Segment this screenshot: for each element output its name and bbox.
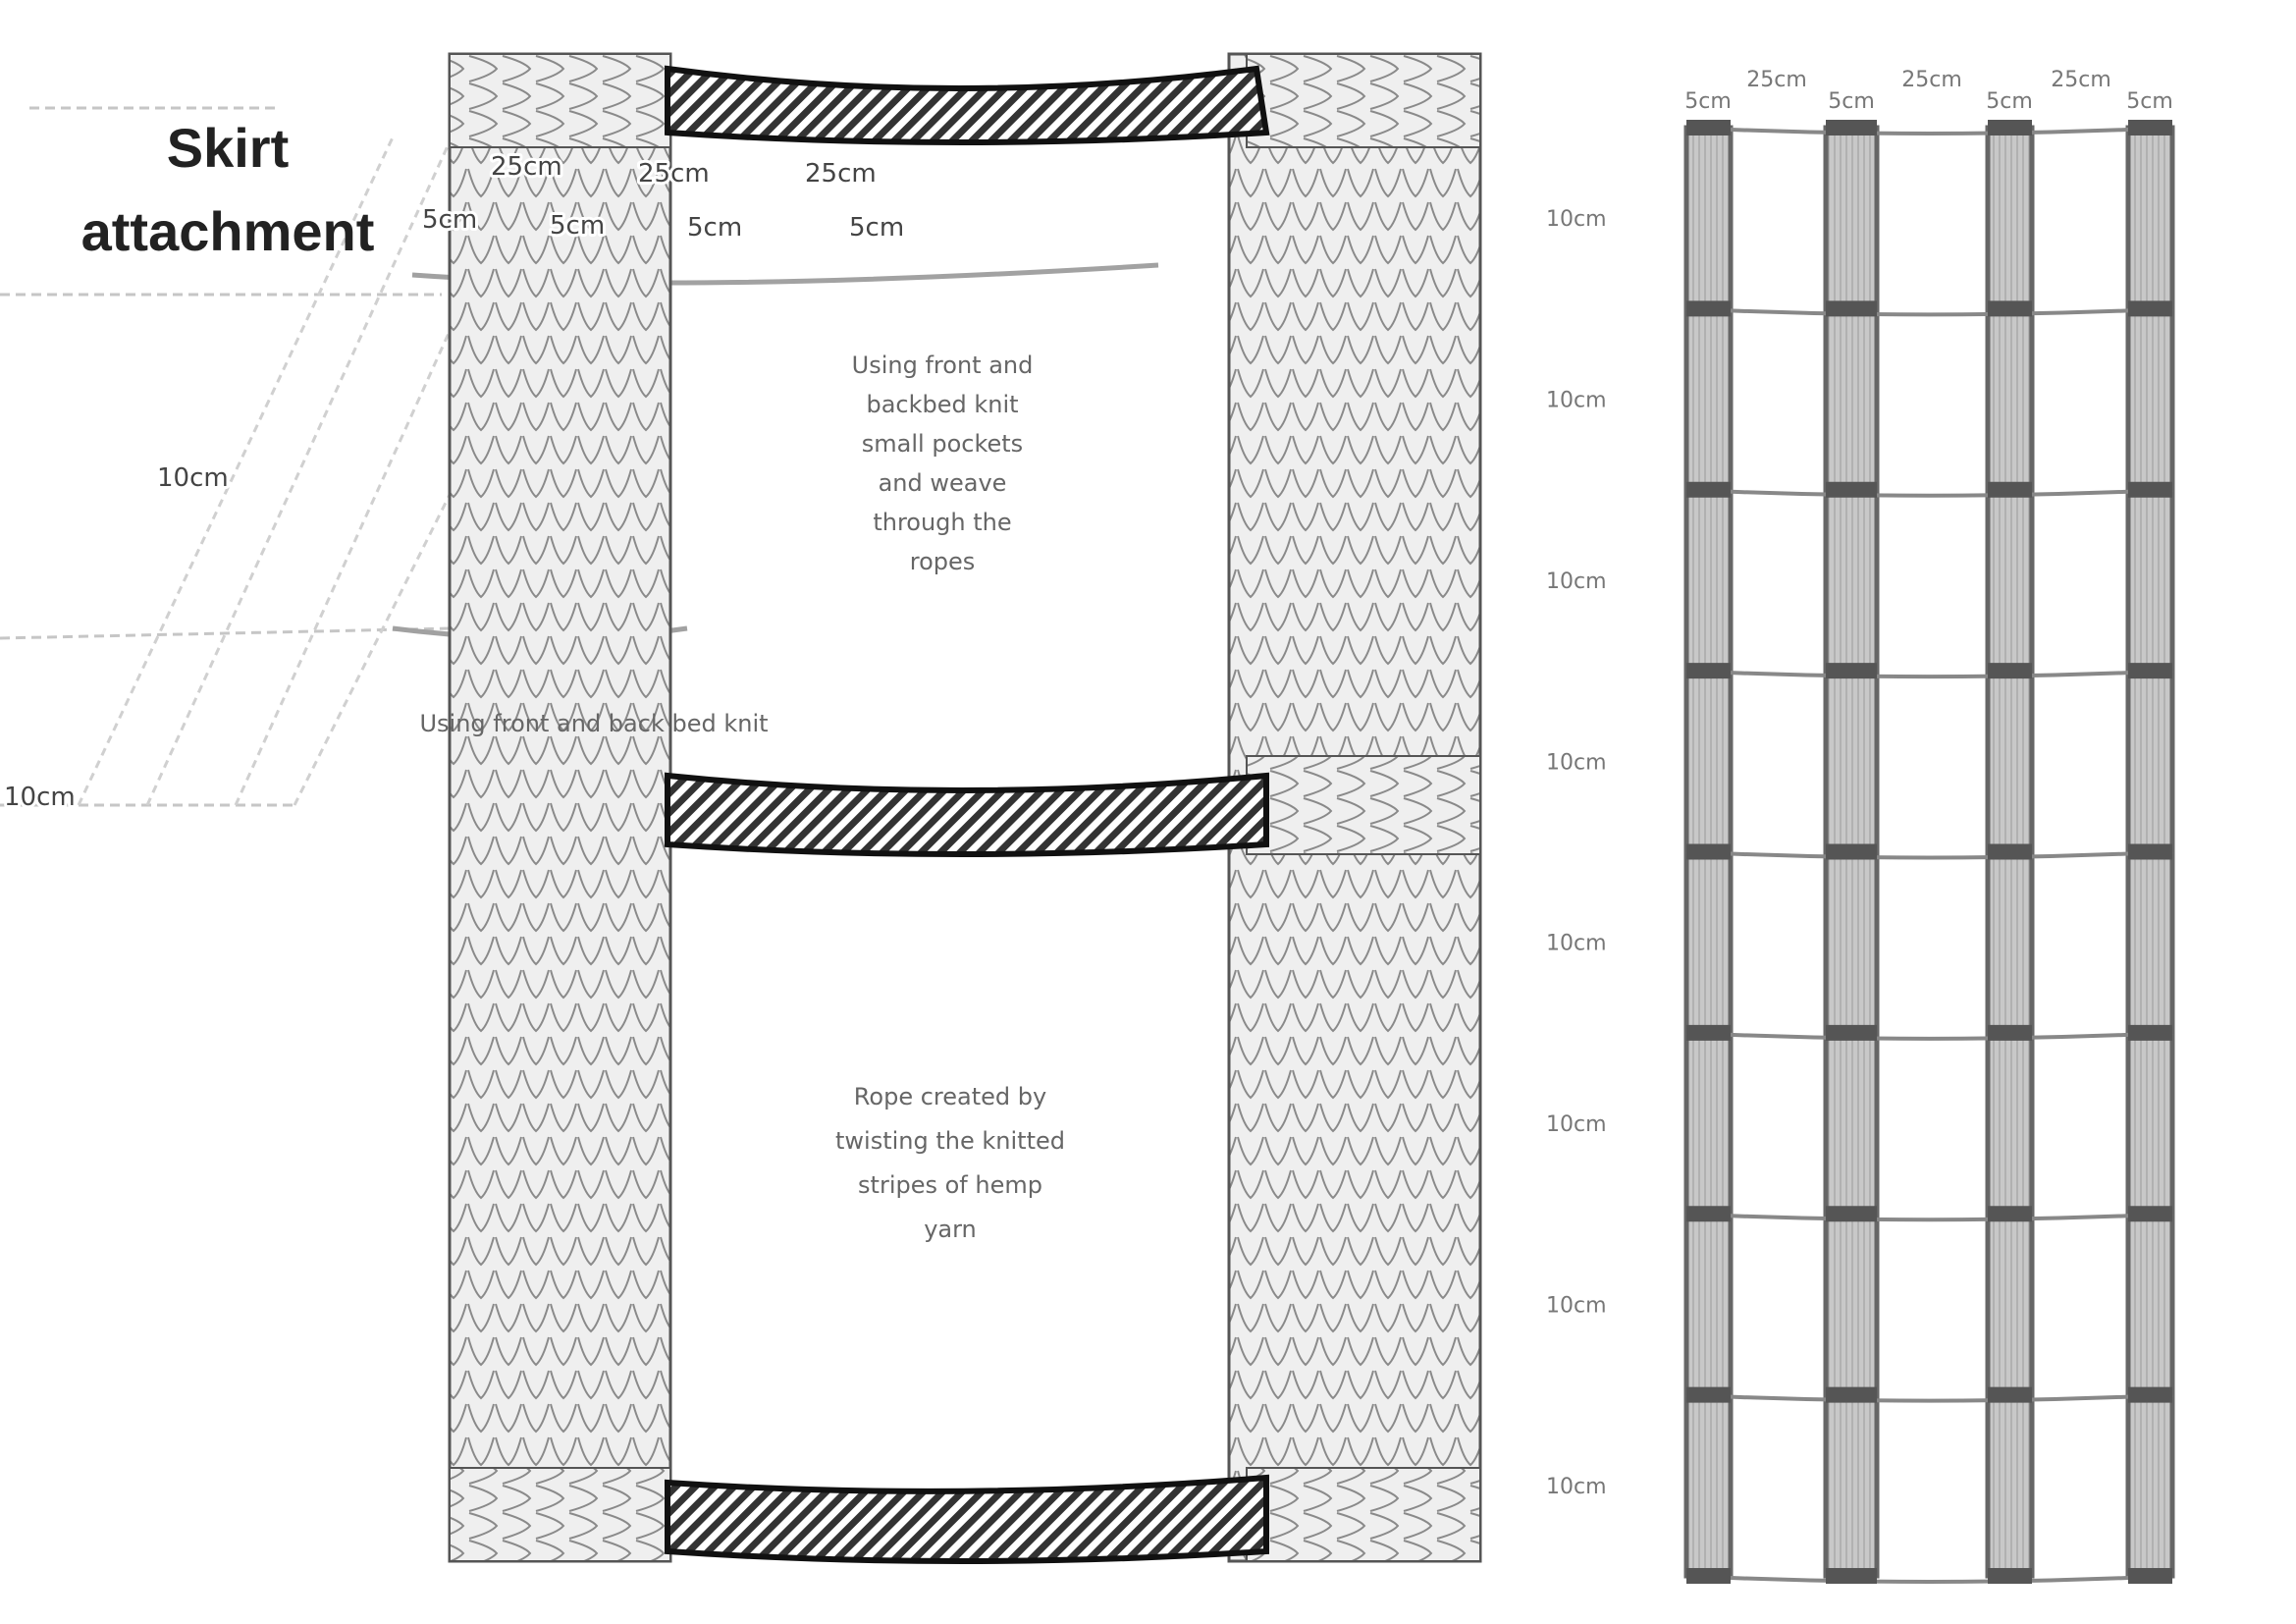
grid-joint — [1826, 300, 1877, 317]
grid-joint — [1988, 843, 2032, 860]
grid-joint — [2128, 120, 2172, 135]
dim-label: 5cm — [422, 205, 477, 235]
grid-rope-line — [1685, 669, 2173, 679]
svg-text:yarn: yarn — [924, 1216, 977, 1243]
grid-joint — [2128, 300, 2172, 317]
dim-label: 5cm — [849, 213, 904, 243]
grid-rope-line — [1685, 1030, 2173, 1041]
grid-joint — [1826, 843, 1877, 860]
grid-joint — [1826, 1386, 1877, 1403]
rope-top — [665, 65, 1270, 145]
row-label: 10cm — [1546, 750, 1607, 775]
dim-label: 5cm — [550, 211, 605, 241]
svg-text:and weave: and weave — [879, 469, 1007, 497]
grid-joint — [1988, 1568, 2032, 1584]
grid-rope-line — [1685, 487, 2173, 498]
grid-joint — [1826, 1206, 1877, 1222]
svg-text:backbed knit: backbed knit — [866, 391, 1018, 418]
panel-grid: 10cm 10cm 10cm 10cm 10cm 10cm 10cm 10cm 5cm 25cm 5… — [1546, 68, 2175, 1584]
grid-joint — [1686, 1206, 1731, 1222]
dim-label: 10cm — [157, 463, 229, 493]
grid-joint — [1826, 663, 1877, 679]
svg-text:stripes of hemp: stripes of hemp — [858, 1171, 1042, 1199]
pocket-note: Using front and backbed knit small pocke… — [852, 352, 1034, 575]
top-label: 25cm — [1746, 68, 1807, 92]
skirt-title-line2: attachment — [81, 200, 375, 262]
grid-joint — [1686, 481, 1731, 498]
top-label: 25cm — [1901, 68, 1962, 92]
grid-joint — [2128, 1206, 2172, 1222]
grid-joint — [2128, 1024, 2172, 1041]
dim-label: 25cm — [805, 159, 877, 189]
grid-joint — [1686, 1568, 1731, 1584]
svg-text:Rope created by: Rope created by — [854, 1083, 1046, 1110]
row-label: 10cm — [1546, 1475, 1607, 1499]
grid-joint — [2128, 663, 2172, 679]
row-label: 10cm — [1546, 389, 1607, 413]
top-label: 5cm — [1684, 89, 1732, 114]
grid-joint — [1686, 843, 1731, 860]
grid-joint — [1988, 1206, 2032, 1222]
skirt-title-line1: Skirt — [167, 117, 290, 179]
row-label: 10cm — [1546, 1293, 1607, 1318]
svg-text:twisting the knitted: twisting the knitted — [835, 1127, 1065, 1155]
row-label: 10cm — [1546, 207, 1607, 232]
dim-label: 10cm — [4, 783, 76, 812]
grid-joint — [1988, 481, 2032, 498]
rope-middle — [665, 772, 1269, 857]
grid-rope-line — [1685, 1574, 2173, 1584]
grid-joint — [1988, 663, 2032, 679]
grid-joint — [1686, 663, 1731, 679]
top-label: 5cm — [2126, 89, 2173, 114]
grid-joint — [1826, 1024, 1877, 1041]
grid-joint — [1686, 120, 1731, 135]
grid-joint — [1988, 120, 2032, 135]
top-label: 5cm — [1986, 89, 2033, 114]
rope-note: Rope created by twisting the knitted str… — [835, 1083, 1065, 1243]
grid-joint — [1988, 300, 2032, 317]
grid-joint — [2128, 1386, 2172, 1403]
svg-text:small pockets: small pockets — [862, 430, 1023, 458]
knit-bands — [449, 53, 1481, 1562]
grid-joint — [1686, 1024, 1731, 1041]
knit-note: Using front and back bed knit — [419, 710, 768, 737]
skirt-dimension-labels: 25cm 25cm 25cm 5cm 5cm 5cm 5cm 10cm 10cm — [1, 149, 907, 815]
grid-joint — [1988, 1024, 2032, 1041]
grid-rope-line — [1685, 849, 2173, 860]
grid-joint — [1686, 300, 1731, 317]
grid-rope-line — [1685, 126, 2173, 135]
row-label: 10cm — [1546, 1112, 1607, 1137]
dim-label: 25cm — [638, 159, 710, 189]
grid-joint — [2128, 481, 2172, 498]
top-label: 25cm — [2051, 68, 2111, 92]
grid-joint — [1826, 481, 1877, 498]
grid-rope-line — [1685, 1212, 2173, 1222]
grid-joint — [1686, 1386, 1731, 1403]
grid-joint — [2128, 1568, 2172, 1584]
grid-rope-line — [1685, 306, 2173, 317]
grid-rope-line — [1685, 1392, 2173, 1403]
dim-label: 25cm — [491, 152, 562, 182]
dim-label: 5cm — [687, 213, 742, 243]
grid-joint — [1826, 1568, 1877, 1584]
grid-joint — [1826, 120, 1877, 135]
left-knit-column — [448, 52, 672, 1563]
row-label: 10cm — [1546, 569, 1607, 594]
svg-text:Using front and: Using front and — [852, 352, 1034, 379]
top-label: 5cm — [1828, 89, 1875, 114]
grid-joint — [2128, 843, 2172, 860]
svg-text:through the: through the — [873, 509, 1011, 536]
svg-text:ropes: ropes — [910, 548, 976, 575]
rope-bottom — [665, 1474, 1269, 1564]
grid-joint — [1988, 1386, 2032, 1403]
row-label: 10cm — [1546, 932, 1607, 956]
